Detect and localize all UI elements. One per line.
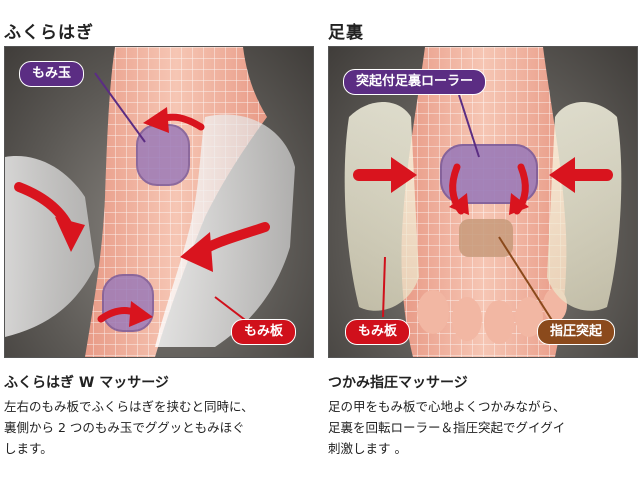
- calf-desc-line: します。: [4, 441, 53, 456]
- calf-illustration-svg: [5, 47, 295, 357]
- calf-desc-line: 左右のもみ板でふくらはぎを挟むと同時に、: [4, 399, 254, 414]
- sole-heading: 足裏: [328, 23, 364, 43]
- sole-panel: 足裏: [324, 0, 640, 486]
- calf-heading: ふくらはぎ: [4, 23, 94, 43]
- massage-ball-label: もみ玉: [19, 61, 85, 87]
- calf-desc-line: 裏側から 2 つのもみ玉でググッともみほぐ: [4, 420, 245, 435]
- sole-desc-line: 足の甲をもみ板で心地よくつかみながら、: [328, 399, 566, 414]
- calf-illustration: もみ玉 もみ板: [4, 46, 314, 358]
- sole-illustration-svg: [344, 47, 622, 357]
- calf-panel: ふくらはぎ: [0, 0, 316, 486]
- sole-subtitle: つかみ指圧マッサージ: [328, 375, 468, 391]
- sole-desc-line: 刺激します 。: [328, 441, 407, 456]
- calf-description: 左右のもみ板でふくらはぎを挟むと同時に、 裏側から 2 つのもみ玉でググッともみ…: [4, 396, 314, 459]
- acupressure-label: 指圧突起: [537, 319, 616, 345]
- sole-desc-line: 足裏を回転ローラー＆指圧突起でグイグイ: [328, 420, 566, 435]
- massage-plate-label: もみ板: [231, 319, 297, 345]
- roller-label: 突起付足裏ローラー: [343, 69, 487, 95]
- calf-subtitle: ふくらはぎ W マッサージ: [4, 375, 169, 391]
- sole-description: 足の甲をもみ板で心地よくつかみながら、 足裏を回転ローラー＆指圧突起でグイグイ …: [328, 396, 638, 459]
- sole-illustration: 突起付足裏ローラー もみ板 指圧突起: [328, 46, 638, 358]
- sole-plate-label: もみ板: [345, 319, 411, 345]
